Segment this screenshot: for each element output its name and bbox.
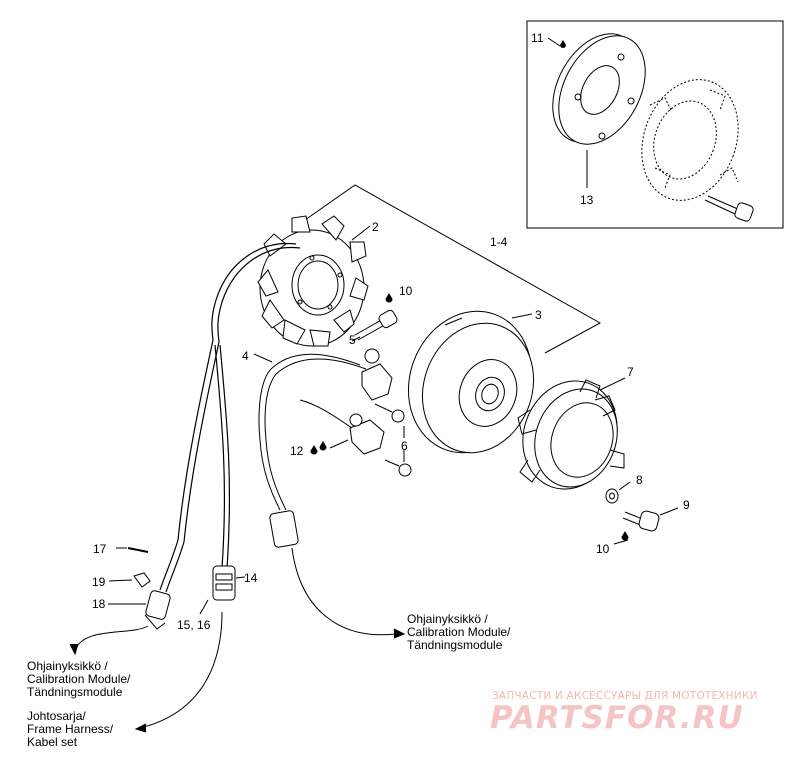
screw-part-6	[374, 403, 412, 477]
callout-10-upper: 10	[399, 284, 413, 298]
callout-11: 11	[531, 31, 544, 45]
pin-part-17	[127, 547, 149, 553]
note-calibration-module-left: Ohjainyksikkö / Calibration Module/ Tänd…	[27, 660, 130, 699]
callout-10-lower: 10	[596, 542, 610, 556]
threadlock-icon	[385, 293, 393, 303]
bolt-part-5	[354, 309, 398, 341]
callout-18: 18	[92, 597, 106, 611]
inset-screw	[704, 195, 754, 222]
inset-frame	[526, 20, 784, 229]
connector-part-14	[212, 565, 236, 601]
stator-wiring	[159, 242, 301, 593]
watermark-logo: PARTSFOR.RU	[490, 700, 744, 736]
flywheel-part-3	[407, 310, 535, 454]
note-frame-harness: Johtosarja/ Frame Harness/ Kabel set	[27, 710, 113, 749]
callout-6: 6	[401, 439, 408, 453]
assembly-bracket-1-4	[304, 184, 602, 354]
note-line: Calibration Module/	[407, 625, 511, 639]
callout-8: 8	[636, 473, 643, 487]
callout-15-16: 15, 16	[177, 618, 211, 632]
note-line: Tändningsmodule	[407, 638, 503, 652]
leader-harness	[139, 611, 223, 729]
callout-12: 12	[290, 444, 304, 458]
washer-part-8	[605, 488, 619, 504]
callout-7: 7	[627, 365, 634, 379]
grease-icon	[560, 40, 566, 48]
note-line: Ohjainyksikkö /	[407, 612, 488, 626]
watermark-tagline: ЗАПЧАСТИ И АКСЕССУАРЫ ДЛЯ МОТОТЕХНИКИ	[492, 690, 758, 702]
flywheel-cover-part-7	[517, 379, 625, 490]
note-calibration-module-right: Ohjainyksikkö / Calibration Module/ Tänd…	[407, 613, 510, 652]
callout-19: 19	[92, 575, 106, 589]
flywheel-phantom-outline	[641, 79, 739, 201]
pickup-assembly-part-4	[258, 348, 393, 548]
note-line: Frame Harness/	[27, 722, 114, 736]
callout-3: 3	[535, 308, 542, 322]
callout-17: 17	[93, 542, 107, 556]
note-line: Tändningsmodule	[27, 685, 123, 699]
leader-calibration-left	[74, 625, 149, 651]
callout-1-4: 1-4	[490, 235, 508, 249]
stator-part-2	[257, 215, 369, 347]
callout-4: 4	[242, 349, 249, 363]
callout-13: 13	[580, 193, 594, 207]
clip-part-19	[133, 572, 151, 588]
callout-2: 2	[372, 220, 379, 234]
note-line: Calibration Module/	[27, 672, 131, 686]
leader-calibration-right	[291, 547, 396, 636]
callout-14: 14	[244, 571, 258, 585]
callout-9: 9	[683, 498, 690, 512]
connector-part-18	[144, 590, 171, 630]
trigger-ring-part-13	[552, 33, 646, 145]
note-line: Johtosarja/	[27, 709, 86, 723]
bolt-part-9	[622, 510, 660, 532]
note-line: Kabel set	[27, 735, 78, 749]
note-line: Ohjainyksikkö /	[27, 659, 108, 673]
callout-5: 5	[349, 333, 356, 347]
